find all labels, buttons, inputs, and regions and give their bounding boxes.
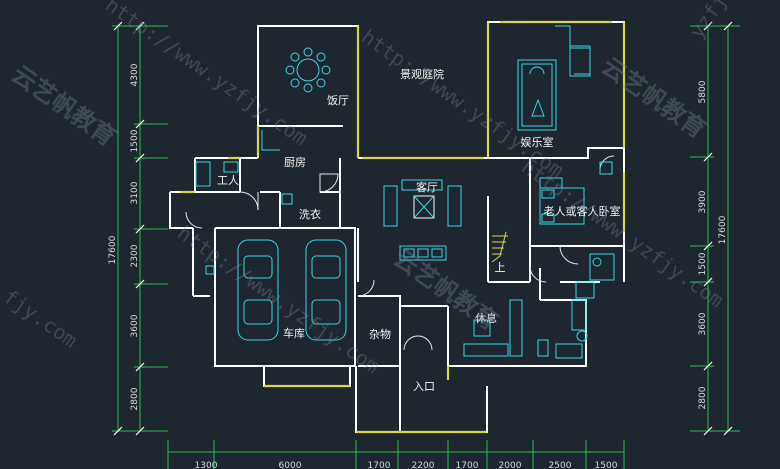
room-label-living: 客厅: [416, 180, 438, 194]
left-dim-seg-3: 3100: [130, 181, 140, 204]
left-dim-total: 17600: [108, 235, 118, 264]
right-dim-seg-2: 3900: [698, 190, 708, 213]
bottom-dim-5: 1700: [456, 461, 479, 469]
right-dim-total: 17600: [718, 215, 728, 244]
windows: [180, 20, 626, 434]
room-label-bedroom: 老人或客人卧室: [544, 204, 621, 218]
room-label-worker: 工人: [217, 174, 239, 187]
room-label-stairs: 上: [495, 261, 506, 274]
right-dimension-chain: [690, 25, 740, 432]
room-label-kitchen: 厨房: [284, 156, 306, 169]
room-label-garage: 车库: [283, 326, 305, 340]
watermark-url-right: http://www.yzfjy.com: [517, 154, 728, 312]
right-dim-seg-5: 2800: [698, 386, 708, 409]
room-label-storage: 杂物: [369, 327, 391, 341]
bottom-dim-6: 2000: [499, 461, 522, 469]
bottom-dim-8: 1500: [595, 461, 618, 469]
watermark-url-lower: http://www.yzfjy.com: [173, 220, 384, 378]
furniture: [195, 25, 615, 359]
bottom-dim-2: 6000: [279, 461, 302, 469]
watermark-url-corner: yzfj: [684, 0, 731, 43]
right-dimension-ticks: [703, 21, 733, 436]
room-label-entrance: 入口: [413, 380, 435, 393]
bottom-dim-1: 1300: [195, 461, 218, 469]
room-label-garden: 景观庭院: [400, 67, 444, 81]
watermark-url-left: fjy.com: [0, 284, 82, 352]
left-dim-seg-4: 2300: [130, 244, 140, 267]
watermarks: 云艺帆教育 云艺帆教育 云艺帆教育 http://www.yzfjy.com h…: [0, 0, 732, 378]
room-label-rest: 休息: [475, 311, 497, 325]
bottom-dim-4: 2200: [412, 461, 435, 469]
watermark-brand-right: 云艺帆教育: [597, 52, 711, 144]
right-dim-seg-3: 1500: [698, 252, 708, 275]
doors: [185, 155, 615, 351]
room-label-entertainment: 娱乐室: [521, 135, 554, 149]
left-dim-seg-2: 1500: [130, 129, 140, 152]
bottom-dim-3: 1700: [368, 461, 391, 469]
left-dimension-ticks: [113, 21, 145, 436]
room-label-dining: 饭厅: [327, 94, 349, 107]
bottom-dimension-chain: [167, 440, 625, 469]
right-dim-seg-1: 5800: [698, 80, 708, 103]
room-label-laundry: 洗衣: [299, 207, 321, 221]
left-dim-seg-6: 2800: [130, 387, 140, 410]
bottom-dim-7: 2500: [549, 461, 572, 469]
right-dim-seg-4: 3600: [698, 312, 708, 335]
left-dim-seg-1: 4300: [130, 63, 140, 86]
left-dim-seg-5: 3600: [130, 314, 140, 337]
watermark-brand-left: 云艺帆教育: [7, 60, 121, 152]
